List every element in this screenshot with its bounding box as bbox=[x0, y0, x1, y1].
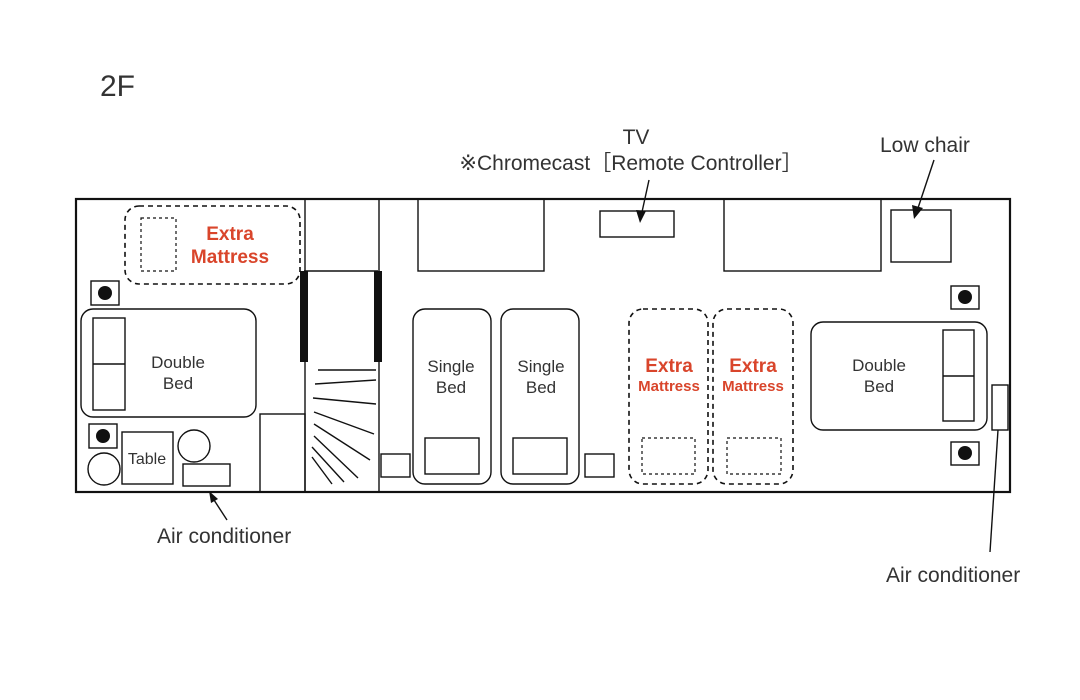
bed-label: Bed bbox=[436, 378, 466, 397]
extra-mattress-middle-2: Extra Mattress bbox=[712, 308, 794, 485]
speaker-icon bbox=[950, 441, 980, 466]
nightstand bbox=[584, 453, 615, 478]
speaker-icon bbox=[88, 423, 118, 449]
speaker-icon bbox=[950, 285, 980, 310]
extra-mattress-middle-1: Extra Mattress bbox=[628, 308, 709, 485]
double-bed-right: Double Bed bbox=[810, 321, 988, 431]
tv-label: TV bbox=[623, 126, 650, 149]
extra-label: Extra bbox=[645, 356, 693, 377]
tv-unit bbox=[599, 210, 675, 238]
bed-label: Bed bbox=[526, 378, 556, 397]
low-chair bbox=[890, 209, 952, 263]
extra-label: Extra bbox=[729, 356, 777, 377]
floor-label: 2F bbox=[100, 70, 135, 103]
extra-label: Extra bbox=[206, 224, 254, 245]
mattress-label: Mattress bbox=[191, 247, 269, 268]
bed-label: Bed bbox=[864, 377, 894, 396]
mattress-label: Mattress bbox=[638, 378, 700, 395]
air-conditioner-right-label: Air conditioner bbox=[886, 564, 1020, 587]
desk-right bbox=[723, 198, 882, 272]
single-bed-1: Single Bed bbox=[412, 308, 492, 485]
air-conditioner-left-label: Air conditioner bbox=[157, 525, 291, 548]
bed-label: Single bbox=[427, 357, 474, 376]
desk-left bbox=[417, 198, 545, 272]
low-chair-label: Low chair bbox=[880, 134, 970, 157]
bed-label: Bed bbox=[163, 374, 193, 393]
round-stool bbox=[177, 429, 211, 463]
air-conditioner-right-pointer bbox=[989, 429, 999, 553]
staircase bbox=[300, 270, 382, 485]
extra-mattress-top-left: Extra Mattress bbox=[124, 205, 301, 285]
cabinet bbox=[259, 413, 306, 493]
nightstand bbox=[380, 453, 411, 478]
double-bed-left: Double Bed bbox=[80, 308, 257, 418]
bed-label: Double bbox=[151, 353, 205, 372]
table: Table bbox=[121, 431, 174, 485]
single-bed-2: Single Bed bbox=[500, 308, 580, 485]
table-label: Table bbox=[128, 451, 166, 468]
arrow-down-icon bbox=[912, 159, 935, 219]
mattress-label: Mattress bbox=[722, 378, 784, 395]
air-conditioner-right-unit bbox=[991, 384, 1009, 431]
arrow-down-icon bbox=[636, 179, 650, 223]
speaker-icon bbox=[90, 280, 120, 306]
bed-label: Double bbox=[852, 356, 906, 375]
round-stool bbox=[87, 452, 121, 486]
bed-label: Single bbox=[517, 357, 564, 376]
arrow-up-icon bbox=[209, 491, 228, 521]
chromecast-label: ※Chromecast［Remote Controller］ bbox=[459, 152, 802, 175]
air-conditioner-left-unit bbox=[182, 463, 231, 487]
